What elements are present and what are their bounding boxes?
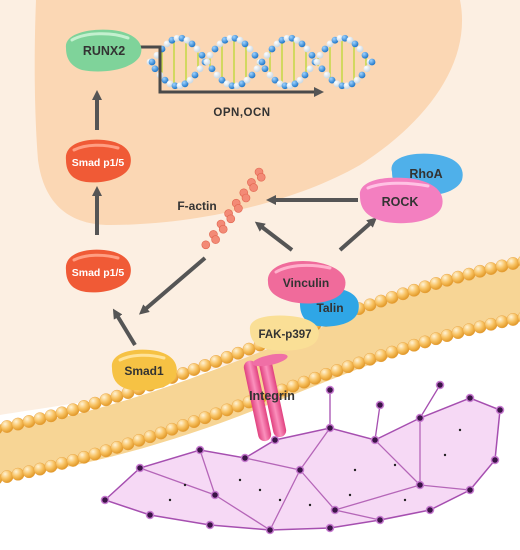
runx2-protein [65, 29, 142, 72]
opn-ocn-label: OPN,OCN [213, 107, 270, 119]
smad-p15-bottom [65, 249, 131, 293]
rock [359, 177, 443, 224]
vinculin [267, 260, 346, 304]
f-actin-filament [201, 167, 266, 250]
smad1 [111, 349, 177, 391]
integrin-label: Integrin [249, 389, 295, 403]
extracellular-matrix [100, 380, 505, 535]
pathway-arrows [92, 90, 377, 347]
talin-label: Talin [316, 301, 343, 315]
integrin [243, 353, 288, 442]
fak-p397 [249, 315, 319, 351]
smad-p15-top [65, 139, 131, 183]
fak-p397-label: FAK-p397 [258, 329, 311, 341]
runx2-label: RUNX2 [83, 44, 125, 58]
rock-label: ROCK [382, 195, 419, 209]
smad1-label: Smad1 [124, 364, 164, 378]
smad-p15-top-label: Smad p1/5 [72, 157, 125, 169]
smad-p15-bottom-label: Smad p1/5 [72, 267, 125, 279]
vinculin-label: Vinculin [283, 276, 329, 290]
nucleus [34, 0, 463, 225]
f-actin-label: F-actin [177, 199, 216, 213]
dna-helix [146, 34, 376, 90]
rhoa-label: RhoA [409, 167, 442, 181]
